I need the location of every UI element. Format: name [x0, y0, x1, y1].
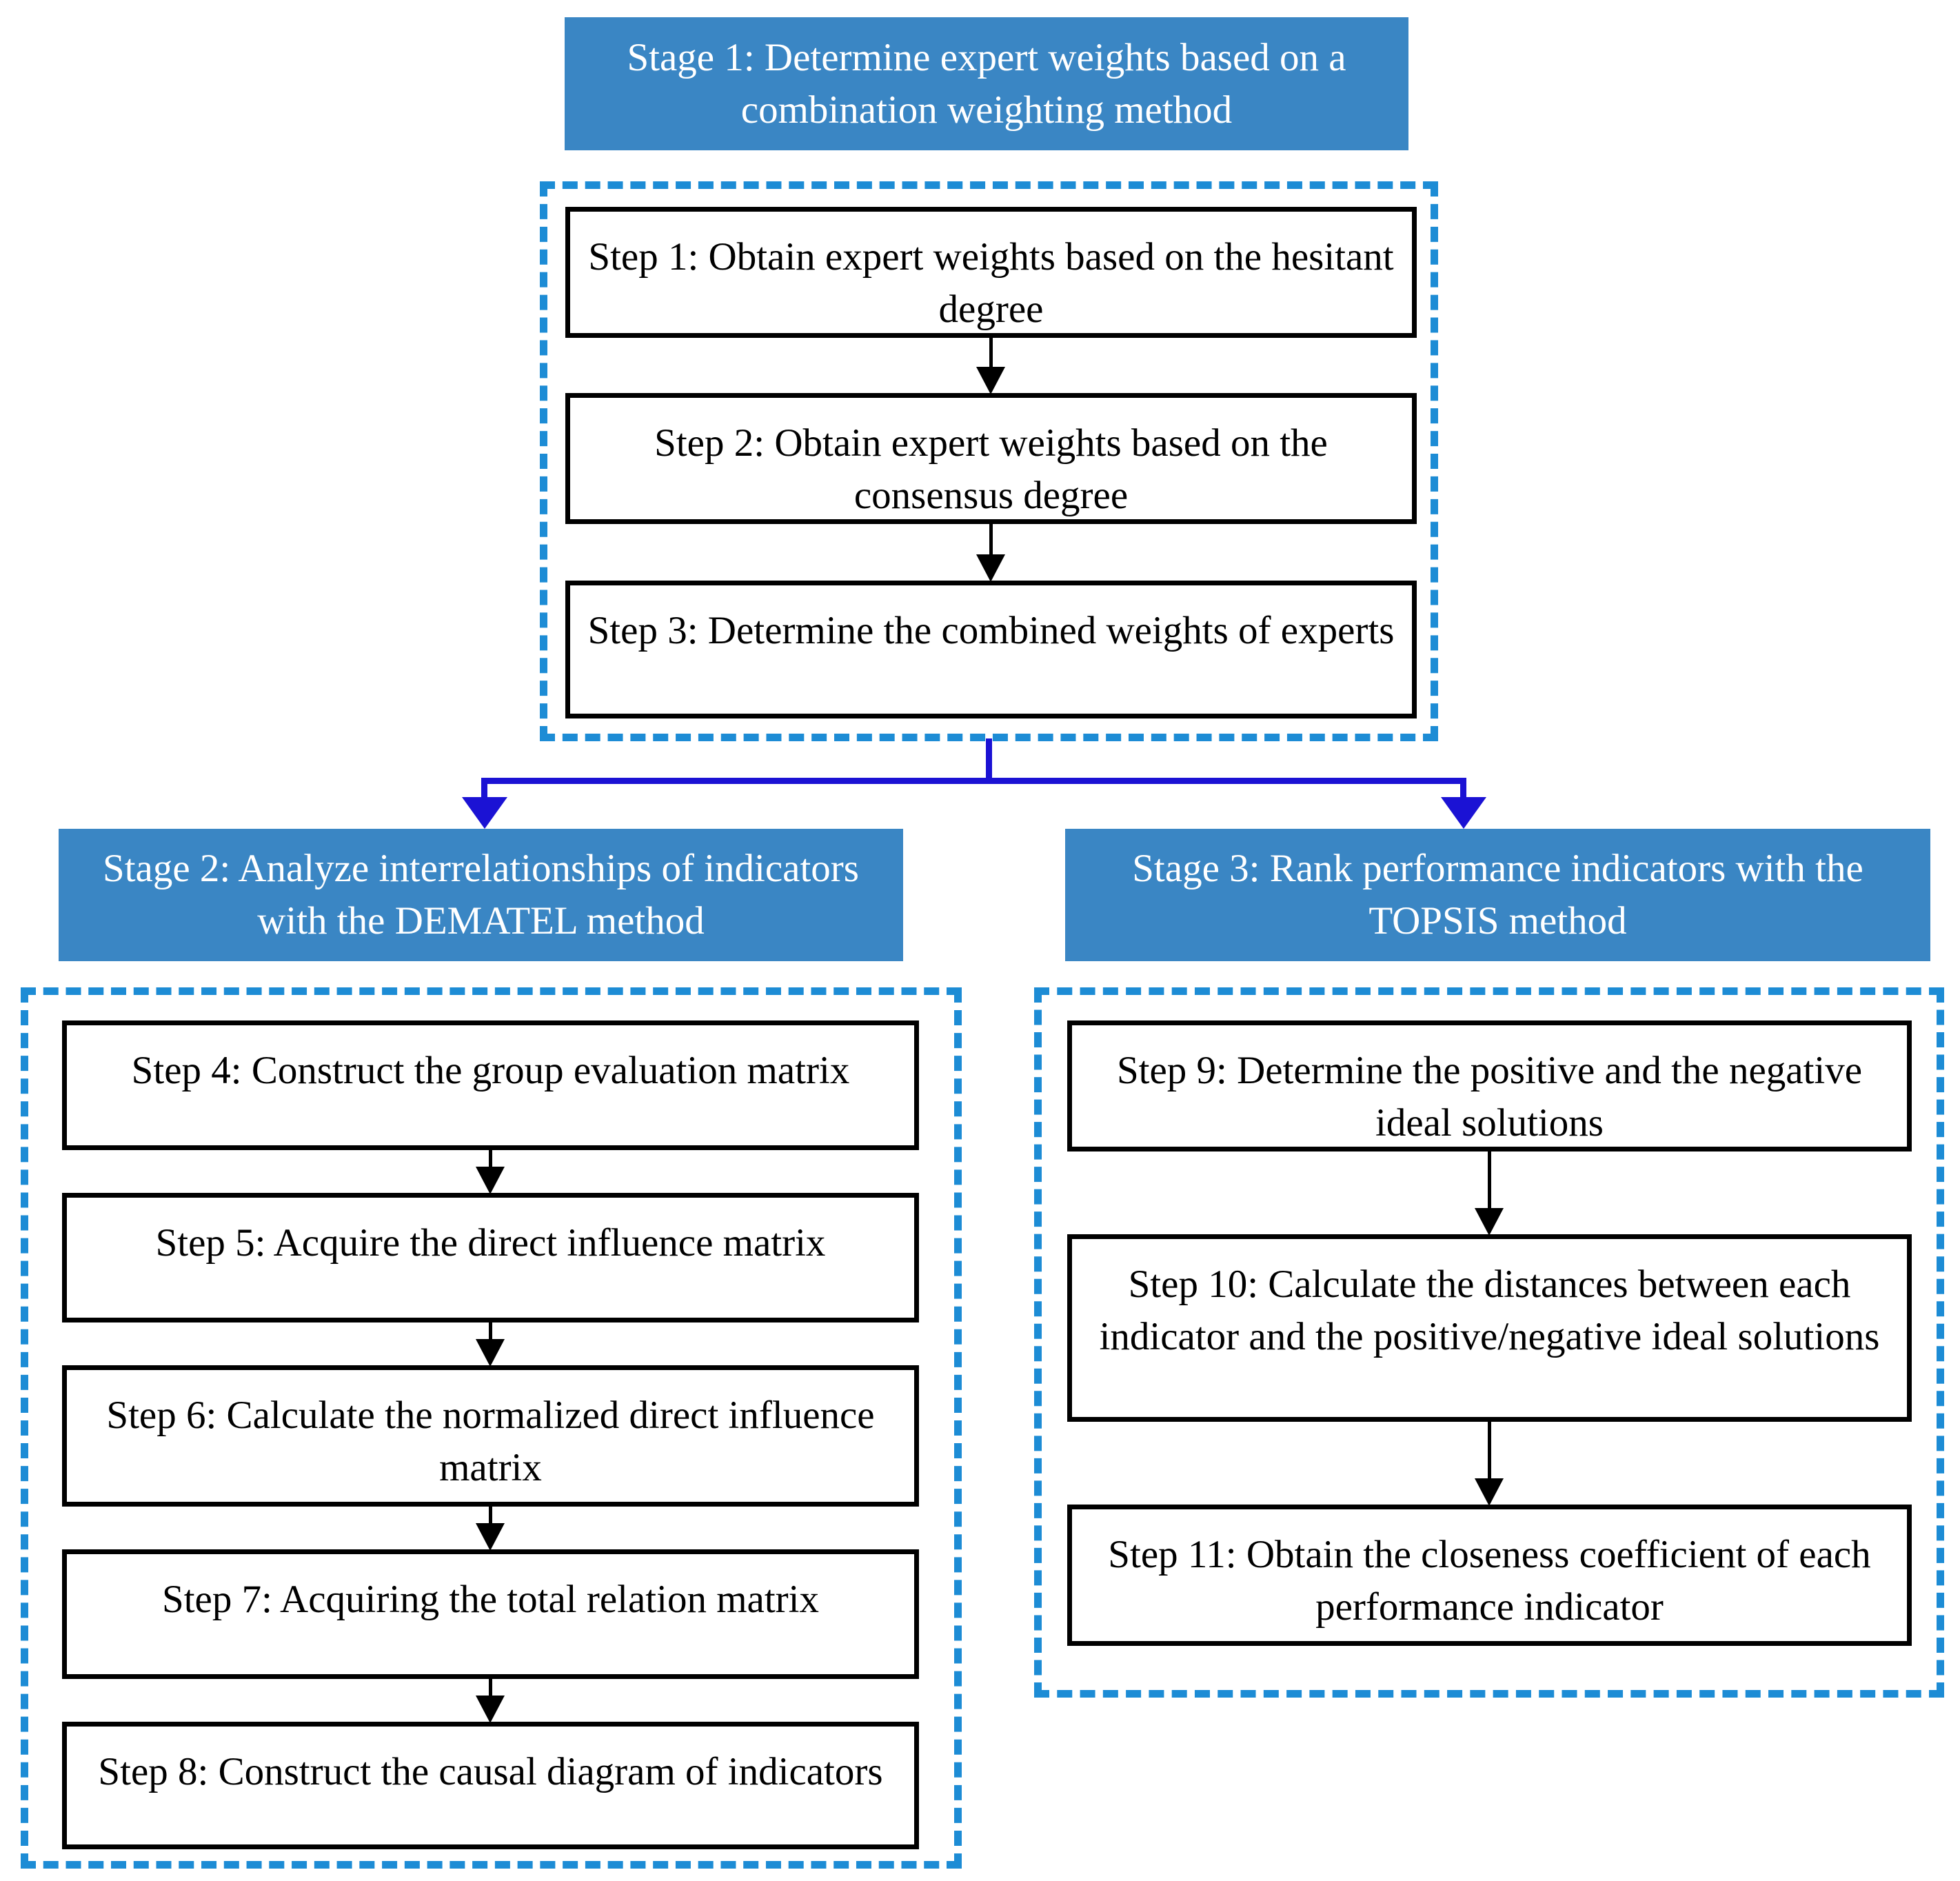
connector-stub-vertical [986, 738, 992, 781]
stage3-dashed-container [1034, 987, 1944, 1698]
arrow-step1-step2 [971, 336, 1010, 394]
arrow-step6-step7 [471, 1505, 509, 1551]
arrow-step10-step11 [1470, 1420, 1508, 1506]
step9-box: Step 9: Determine the positive and the n… [1067, 1020, 1912, 1151]
step1-text: Step 1: Obtain expert weights based on t… [588, 235, 1394, 332]
connector-horizontal-line [481, 778, 1466, 784]
arrow-head-icon [476, 1696, 505, 1723]
connector-right-vertical [1460, 778, 1466, 801]
step10-text: Step 10: Calculate the distances between… [1099, 1263, 1880, 1359]
connector-left-vertical [481, 778, 487, 801]
arrow-step5-step6 [471, 1321, 509, 1367]
step1-box: Step 1: Obtain expert weights based on t… [565, 207, 1417, 338]
step5-box: Step 5: Acquire the direct influence mat… [62, 1193, 919, 1322]
step7-box: Step 7: Acquiring the total relation mat… [62, 1549, 919, 1679]
arrow-shaft [1487, 1150, 1491, 1212]
arrow-shaft [989, 336, 993, 371]
stage2-title: Stage 2: Analyze interrelationships of i… [103, 847, 859, 943]
stage1-title: Stage 1: Determine expert weights based … [627, 35, 1346, 132]
arrow-head-icon [476, 1339, 505, 1367]
arrow-shaft [488, 1321, 492, 1343]
step9-text: Step 9: Determine the positive and the n… [1116, 1049, 1863, 1145]
step5-text: Step 5: Acquire the direct influence mat… [155, 1221, 826, 1265]
step4-text: Step 4: Construct the group evaluation m… [131, 1049, 850, 1092]
connector-arrow-right-icon [1441, 797, 1486, 829]
arrow-head-icon [476, 1167, 505, 1194]
arrow-shaft [1487, 1420, 1491, 1482]
arrow-head-icon [976, 554, 1005, 582]
step8-box: Step 8: Construct the causal diagram of … [62, 1722, 919, 1849]
arrow-head-icon [1475, 1208, 1504, 1236]
arrow-head-icon [976, 367, 1005, 394]
stage1-header: Stage 1: Determine expert weights based … [565, 17, 1408, 150]
step6-box: Step 6: Calculate the normalized direct … [62, 1365, 919, 1507]
step4-box: Step 4: Construct the group evaluation m… [62, 1020, 919, 1150]
stage2-header: Stage 2: Analyze interrelationships of i… [59, 829, 903, 961]
step10-box: Step 10: Calculate the distances between… [1067, 1234, 1912, 1422]
stage3-header: Stage 3: Rank performance indicators wit… [1065, 829, 1930, 961]
arrow-shaft [488, 1505, 492, 1527]
stage3-title: Stage 3: Rank performance indicators wit… [1132, 847, 1863, 943]
step8-text: Step 8: Construct the causal diagram of … [98, 1750, 883, 1793]
stage2-dashed-container [21, 987, 962, 1869]
step7-text: Step 7: Acquiring the total relation mat… [162, 1578, 819, 1621]
step2-box: Step 2: Obtain expert weights based on t… [565, 393, 1417, 524]
arrow-step7-step8 [471, 1678, 509, 1723]
step3-text: Step 3: Determine the combined weights o… [587, 609, 1395, 652]
arrow-head-icon [1475, 1478, 1504, 1506]
arrow-step4-step5 [471, 1149, 509, 1194]
connector-arrow-left-icon [462, 797, 507, 829]
stage1-dashed-container [540, 181, 1438, 741]
arrow-shaft [488, 1678, 492, 1700]
step6-text: Step 6: Calculate the normalized direct … [106, 1394, 875, 1490]
step3-box: Step 3: Determine the combined weights o… [565, 581, 1417, 718]
arrow-step2-step3 [971, 523, 1010, 582]
arrow-head-icon [476, 1523, 505, 1551]
arrow-shaft [989, 523, 993, 559]
step2-text: Step 2: Obtain expert weights based on t… [654, 421, 1328, 518]
step11-text: Step 11: Obtain the closeness coefficien… [1108, 1533, 1871, 1629]
arrow-step9-step10 [1470, 1150, 1508, 1236]
step11-box: Step 11: Obtain the closeness coefficien… [1067, 1505, 1912, 1646]
arrow-shaft [488, 1149, 492, 1171]
